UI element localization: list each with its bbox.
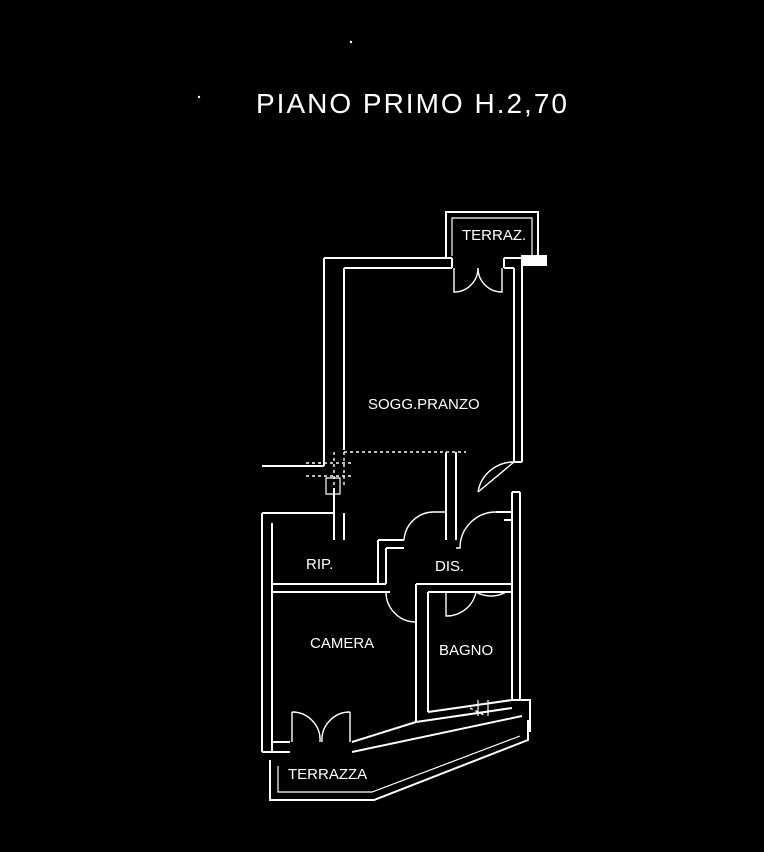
room-label-camera: CAMERA (310, 635, 374, 652)
doors (291, 258, 515, 743)
internal-walls (272, 511, 513, 723)
bottom-terrace (262, 700, 529, 801)
scan-dot (349, 40, 353, 44)
room-label-terrazzino: TERRAZ. (462, 227, 526, 244)
stair-markers (306, 452, 352, 495)
room-label-disimpegno: DIS. (435, 558, 464, 575)
exterior-walls (261, 257, 531, 752)
room-label-ripostiglio: RIP. (306, 556, 333, 573)
room-label-bagno: BAGNO (439, 642, 493, 659)
scan-dot (197, 95, 201, 99)
room-label-terrazza: TERRAZZA (288, 766, 367, 783)
plan-title: PIANO PRIMO H.2,70 (256, 88, 569, 119)
living-partition (344, 451, 466, 540)
room-label-soggiorno-pranzo: SOGG.PRANZO (368, 396, 480, 413)
small-terrace (445, 211, 547, 266)
